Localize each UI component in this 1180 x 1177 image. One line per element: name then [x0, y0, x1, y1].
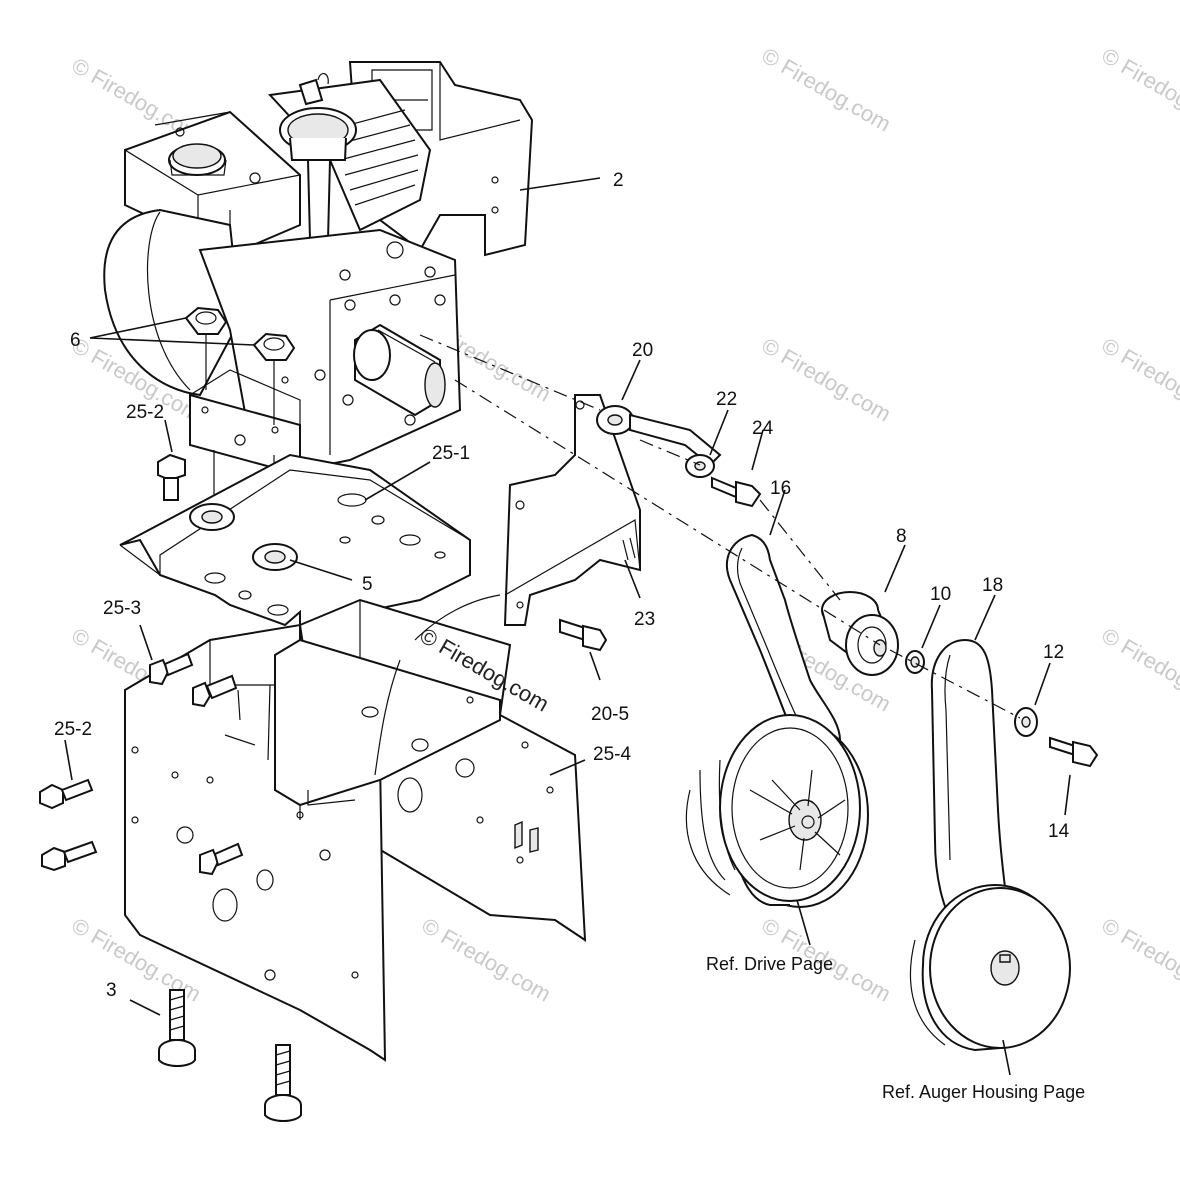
- callout-label: 20: [632, 340, 653, 361]
- watermark: © Firedog.com: [1098, 913, 1180, 1007]
- watermark: © Firedog.com: [1098, 623, 1180, 717]
- callout-label: 3: [106, 980, 117, 1001]
- watermark: © Firedog.com: [418, 913, 556, 1007]
- ref-auger-housing-page-label: Ref. Auger Housing Page: [882, 1082, 1085, 1102]
- callout-label: 14: [1048, 821, 1070, 842]
- callout-label: 18: [982, 575, 1003, 596]
- callout-label: 25-2: [126, 402, 164, 423]
- leader-lines: [64, 177, 1071, 1076]
- callout-label: 22: [716, 389, 737, 410]
- callout-label: 12: [1043, 642, 1064, 663]
- callout-labels: 2 6 20 22 24 25-2 25-1 16 8 5 10 18 25-3…: [54, 170, 1070, 1001]
- callout-label: 24: [752, 418, 774, 439]
- callout-label: 20-5: [591, 704, 629, 725]
- callout-label: 6: [70, 330, 81, 351]
- engine-part: [103, 61, 534, 540]
- callout-label: 10: [930, 584, 951, 605]
- callout-label: 8: [896, 526, 907, 547]
- ref-drive-page-label: Ref. Drive Page: [706, 954, 833, 974]
- alignment-lines: [419, 334, 1021, 719]
- callout-label: 25-4: [593, 744, 631, 765]
- bracket-part: [503, 394, 762, 626]
- watermark: © Firedog.com: [758, 43, 896, 137]
- watermark: © Firedog.com: [758, 333, 896, 427]
- watermark: © Firedog.com: [1098, 333, 1180, 427]
- pulley-part: [685, 533, 1071, 1052]
- callout-label: 25-2: [54, 719, 92, 740]
- callout-label: 25-3: [103, 598, 141, 619]
- callout-label: 23: [634, 609, 655, 630]
- callout-label: 5: [362, 574, 373, 595]
- bolts-part: [39, 453, 1099, 1122]
- watermark: © Firedog.com: [1098, 43, 1180, 137]
- callout-label: 2: [613, 170, 624, 191]
- callout-label: 25-1: [432, 443, 470, 464]
- callout-label: 16: [770, 478, 791, 499]
- frame-part: [124, 598, 587, 1062]
